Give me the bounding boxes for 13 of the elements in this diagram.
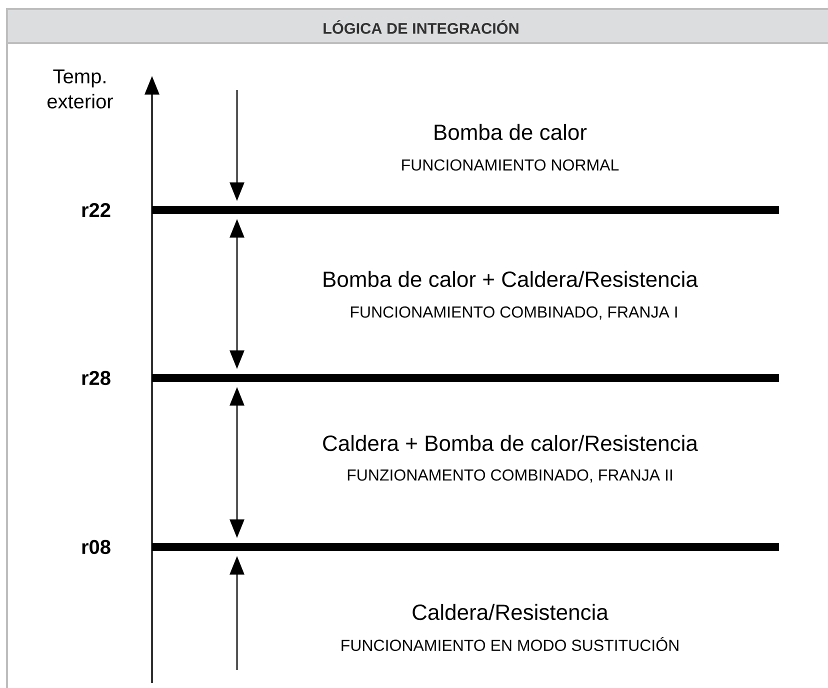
header-band: LÓGICA DE INTEGRACIÓN: [6, 8, 828, 44]
threshold-label: r08: [82, 540, 110, 554]
threshold-label: r22: [82, 203, 110, 217]
zone-heading: Bomba de calor + Caldera/Resistencia: [324, 270, 698, 288]
zone-subtitle: FUNCIONAMIENTO EN MODO SUSTITUCIÓN: [342, 637, 678, 651]
threshold-label: r28: [82, 370, 110, 386]
zone-heading: Bomba de calor: [434, 124, 587, 140]
zone-heading: Caldera + Bomba de calor/Resistencia: [323, 434, 698, 452]
zone-subtitle: FUNZIONAMENTO COMBINADO, FRANJA II: [348, 469, 672, 483]
zone-subtitle: FUNCIONAMIENTO NORMAL: [402, 159, 619, 171]
axis-label: Temp. exterior: [48, 69, 113, 108]
zone-heading: Caldera/Resistencia: [412, 604, 608, 620]
zone-subtitle: FUNCIONAMIENTO COMBINADO, FRANJA I: [351, 306, 677, 320]
